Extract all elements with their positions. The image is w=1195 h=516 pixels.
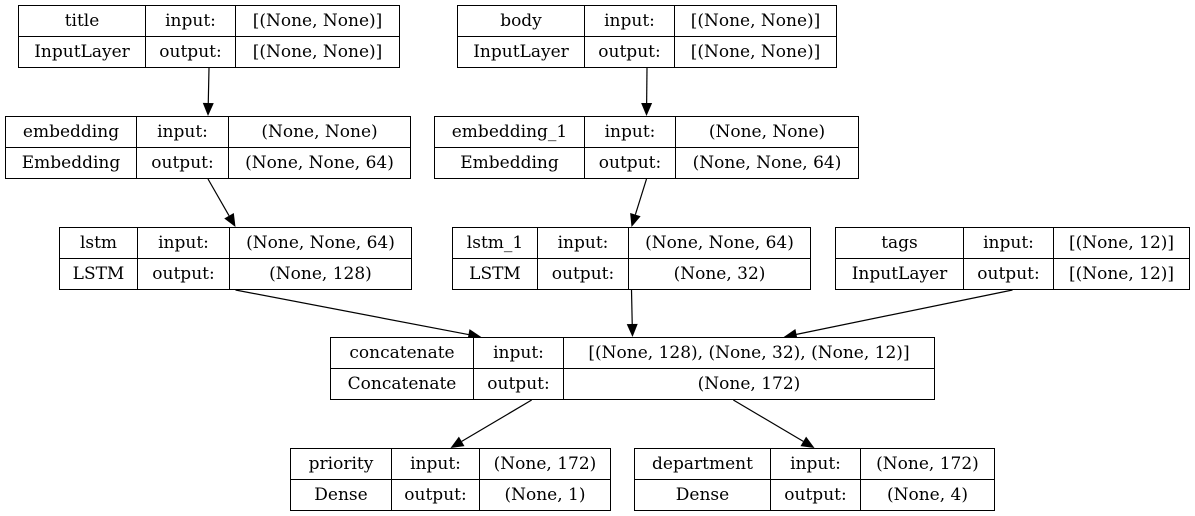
edge-line xyxy=(207,67,210,104)
output-label: output: xyxy=(771,480,861,511)
layer-name: concatenate xyxy=(331,338,474,369)
edge-line xyxy=(207,178,230,217)
layer-name: body xyxy=(458,6,585,37)
arrowhead-icon xyxy=(630,212,641,227)
edge-embedding-1-to-lstm-1 xyxy=(630,178,648,227)
input-shape: (None, 172) xyxy=(480,449,611,480)
layer-type: Dense xyxy=(291,480,392,511)
output-shape: (None, 1) xyxy=(480,480,611,511)
arrowhead-icon xyxy=(224,212,236,227)
arrowhead-icon xyxy=(626,323,638,337)
edge-line xyxy=(634,178,648,215)
layer-type: Dense xyxy=(635,480,771,511)
layer-type: LSTM xyxy=(453,259,538,290)
edge-line xyxy=(630,289,633,325)
arrowhead-icon xyxy=(450,436,465,448)
input-shape: [(None, None)] xyxy=(675,6,837,37)
output-shape: (None, None, 64) xyxy=(676,148,859,179)
output-shape: (None, 32) xyxy=(629,259,811,290)
layer-type: Concatenate xyxy=(331,369,474,400)
output-label: output: xyxy=(137,148,229,179)
output-label: output: xyxy=(474,369,564,400)
layer-name: lstm xyxy=(60,228,138,259)
output-label: output: xyxy=(585,37,675,68)
input-shape: (None, None, 64) xyxy=(629,228,811,259)
output-shape: [(None, None)] xyxy=(675,37,837,68)
input-label: input: xyxy=(138,228,230,259)
output-shape: [(None, None)] xyxy=(236,37,400,68)
layer-type: InputLayer xyxy=(458,37,585,68)
edge-concatenate-to-department xyxy=(733,399,815,448)
input-label: input: xyxy=(585,117,676,148)
edge-embedding-to-lstm xyxy=(207,178,236,227)
input-shape: (None, None, 64) xyxy=(230,228,412,259)
input-shape: [(None, 12)] xyxy=(1054,228,1190,259)
input-label: input: xyxy=(771,449,861,480)
output-shape: (None, 4) xyxy=(861,480,995,511)
output-label: output: xyxy=(585,148,676,179)
edge-line xyxy=(235,289,469,336)
arrowhead-icon xyxy=(202,102,214,116)
output-shape: [(None, 12)] xyxy=(1054,259,1190,290)
layer-name: embedding xyxy=(6,117,137,148)
output-label: output: xyxy=(538,259,629,290)
input-shape: (None, 172) xyxy=(861,449,995,480)
input-label: input: xyxy=(964,228,1054,259)
input-label: input: xyxy=(392,449,480,480)
output-label: output: xyxy=(964,259,1054,290)
layer-name: lstm_1 xyxy=(453,228,538,259)
layer-type: Embedding xyxy=(435,148,585,179)
input-label: input: xyxy=(146,6,236,37)
layer-name: priority xyxy=(291,449,392,480)
input-label: input: xyxy=(538,228,629,259)
arrowhead-icon xyxy=(800,436,815,448)
output-shape: (None, None, 64) xyxy=(229,148,411,179)
layer-type: InputLayer xyxy=(19,37,146,68)
output-shape: (None, 128) xyxy=(230,259,412,290)
layer-type: InputLayer xyxy=(836,259,964,290)
output-label: output: xyxy=(146,37,236,68)
edge-lstm-to-concatenate xyxy=(235,289,482,340)
arrowhead-icon xyxy=(641,102,653,116)
output-label: output: xyxy=(392,480,480,511)
edge-line xyxy=(796,289,1013,335)
input-shape: (None, None) xyxy=(229,117,411,148)
layer-name: title xyxy=(19,6,146,37)
edge-line xyxy=(461,399,532,442)
layer-name: department xyxy=(635,449,771,480)
input-shape: (None, None) xyxy=(676,117,859,148)
layer-type: LSTM xyxy=(60,259,138,290)
edge-concatenate-to-priority xyxy=(450,399,532,448)
edge-body-to-embedding-1 xyxy=(641,67,653,116)
input-label: input: xyxy=(474,338,564,369)
layer-name: tags xyxy=(836,228,964,259)
edge-line xyxy=(733,399,804,442)
layer-name: embedding_1 xyxy=(435,117,585,148)
edge-lstm-1-to-concatenate xyxy=(626,289,638,337)
input-label: input: xyxy=(585,6,675,37)
output-label: output: xyxy=(138,259,230,290)
input-shape: [(None, None)] xyxy=(236,6,400,37)
edge-title-to-embedding xyxy=(202,67,214,116)
input-shape: [(None, 128), (None, 32), (None, 12)] xyxy=(564,338,935,369)
edge-tags-to-concatenate xyxy=(783,289,1013,340)
input-label: input: xyxy=(137,117,229,148)
output-shape: (None, 172) xyxy=(564,369,935,400)
layer-type: Embedding xyxy=(6,148,137,179)
